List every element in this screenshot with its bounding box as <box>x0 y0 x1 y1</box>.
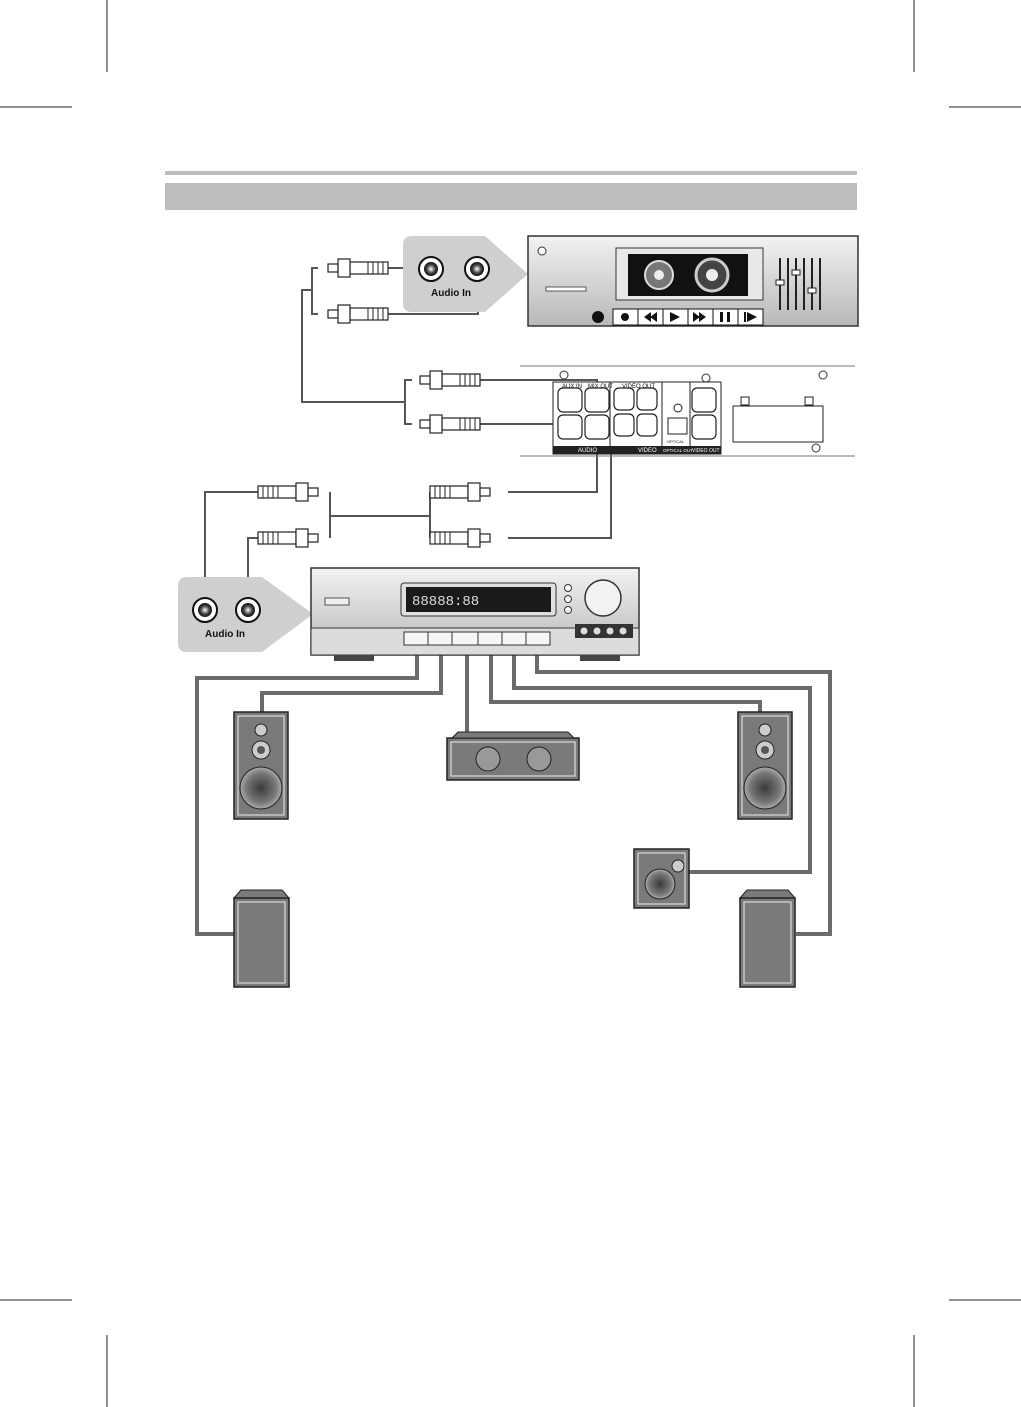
rca-plug <box>257 528 319 548</box>
mix-out-l-jack <box>584 387 610 413</box>
rca-plug <box>429 528 491 548</box>
rca-plug <box>327 304 389 324</box>
rca-plug <box>419 414 481 434</box>
mid-rca-plugs <box>419 370 481 434</box>
receiver-display-text: 88888:88 <box>412 594 479 610</box>
front-right-speaker <box>737 711 793 820</box>
audio-section-label: AUDIO <box>578 448 597 454</box>
optical-port <box>667 417 688 435</box>
optical-label: OPTICAL <box>667 439 685 444</box>
top-rca-plugs <box>327 258 389 324</box>
transport-buttons <box>612 308 764 326</box>
aux-in-l-jack <box>557 387 583 413</box>
video-out-top-label: VIDEO OUT <box>622 384 655 390</box>
bottom-audio-in-bubble: Audio In <box>178 577 313 652</box>
scart-port <box>732 405 824 443</box>
aux-in-label: AUX IN <box>562 384 582 390</box>
rca-plug <box>419 370 481 390</box>
bottom-bubble-label: Audio In <box>205 629 245 640</box>
top-audio-in-bubble: Audio In <box>403 236 528 312</box>
video-out-section-label: VIDEO OUT <box>692 448 720 454</box>
top-bubble-label: Audio In <box>431 288 471 299</box>
aux-in-r-jack <box>557 414 583 440</box>
center-speaker <box>446 731 580 781</box>
header-band <box>165 183 857 210</box>
av-receiver: 88888:88 <box>310 567 640 661</box>
mix-out-r-jack <box>584 414 610 440</box>
cassette-deck <box>527 235 859 327</box>
optical-out-section-label: OPTICAL OUT <box>663 448 693 453</box>
player-rear-panel: AUX IN MIX OUT VIDEO OUT OPTICAL AUDIO V… <box>520 365 855 457</box>
front-left-speaker <box>233 711 289 820</box>
speaker-cables <box>195 645 832 936</box>
rear-right-speaker <box>738 889 797 988</box>
rca-plug <box>429 482 491 502</box>
mix-out-label: MIX OUT <box>588 384 613 390</box>
header-rule <box>165 171 857 175</box>
video-section-label: VIDEO <box>638 448 657 454</box>
rca-plug <box>327 258 389 278</box>
subwoofer <box>633 848 690 909</box>
volume-knob <box>584 579 622 617</box>
rear-left-speaker <box>232 889 291 988</box>
rca-plug <box>257 482 319 502</box>
eq-sliders <box>779 258 821 310</box>
